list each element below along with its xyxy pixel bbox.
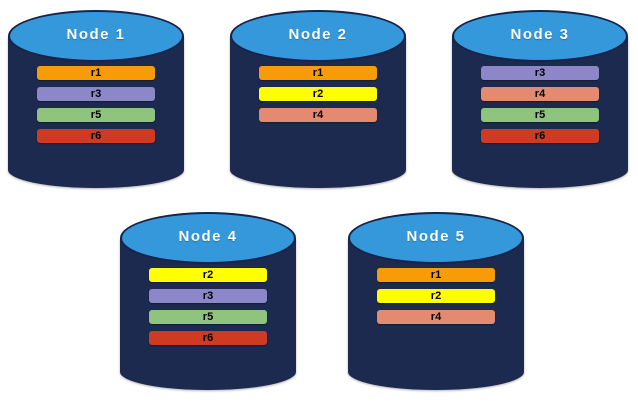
database-node-4: Node 4 r2 r3 r5 r6 <box>120 212 296 390</box>
replica-bar: r6 <box>149 331 267 345</box>
replica-bar: r4 <box>377 310 495 324</box>
node-label: Node 5 <box>406 228 466 245</box>
replica-bar: r2 <box>149 268 267 282</box>
database-node-5: Node 5 r1 r2 r4 <box>348 212 524 390</box>
replica-list: r2 r3 r5 r6 <box>149 268 267 345</box>
node-label: Node 4 <box>178 228 238 245</box>
replica-list: r1 r2 r4 <box>259 66 377 122</box>
database-node-2: Node 2 r1 r2 r4 <box>230 10 406 188</box>
replica-list: r3 r4 r5 r6 <box>481 66 599 143</box>
replica-bar: r5 <box>37 108 155 122</box>
replica-bar: r5 <box>149 310 267 324</box>
replica-bar: r2 <box>377 289 495 303</box>
replica-bar: r6 <box>481 129 599 143</box>
replica-bar: r3 <box>149 289 267 303</box>
replica-bar: r1 <box>259 66 377 80</box>
replica-bar: r3 <box>481 66 599 80</box>
database-node-1: Node 1 r1 r3 r5 r6 <box>8 10 184 188</box>
replica-bar: r3 <box>37 87 155 101</box>
replica-bar: r1 <box>37 66 155 80</box>
replica-list: r1 r2 r4 <box>377 268 495 324</box>
replica-bar: r4 <box>259 108 377 122</box>
cylinder-top <box>230 10 406 62</box>
replica-list: r1 r3 r5 r6 <box>37 66 155 143</box>
replica-bar: r5 <box>481 108 599 122</box>
cylinder-top <box>452 10 628 62</box>
replica-bar: r1 <box>377 268 495 282</box>
cylinder-top <box>8 10 184 62</box>
replica-bar: r4 <box>481 87 599 101</box>
node-label: Node 2 <box>288 26 348 43</box>
node-label: Node 3 <box>510 26 570 43</box>
node-label: Node 1 <box>66 26 126 43</box>
replica-bar: r6 <box>37 129 155 143</box>
cylinder-top <box>120 212 296 264</box>
replica-bar: r2 <box>259 87 377 101</box>
cylinder-top <box>348 212 524 264</box>
database-node-3: Node 3 r3 r4 r5 r6 <box>452 10 628 188</box>
